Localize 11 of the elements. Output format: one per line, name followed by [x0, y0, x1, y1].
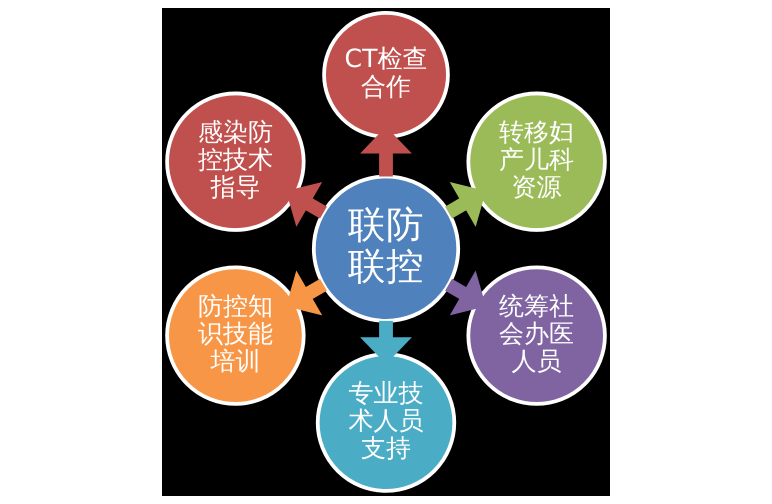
node-circle: 防控知识技能培训 — [165, 265, 306, 406]
arrow — [445, 182, 486, 227]
arrow — [286, 270, 327, 316]
node-circle: 转移妇产儿科资源 — [466, 92, 607, 232]
node-circle: 专业技术人员支持 — [316, 352, 456, 493]
arrow — [445, 270, 486, 316]
node-circle: 统筹社会办医人员 — [466, 265, 607, 406]
arrow — [286, 182, 327, 227]
node-circle: CT检查合作 — [322, 10, 450, 139]
node-circle: 感染防控技术指导 — [165, 92, 306, 232]
node-circle: 联防联控 — [312, 174, 460, 323]
